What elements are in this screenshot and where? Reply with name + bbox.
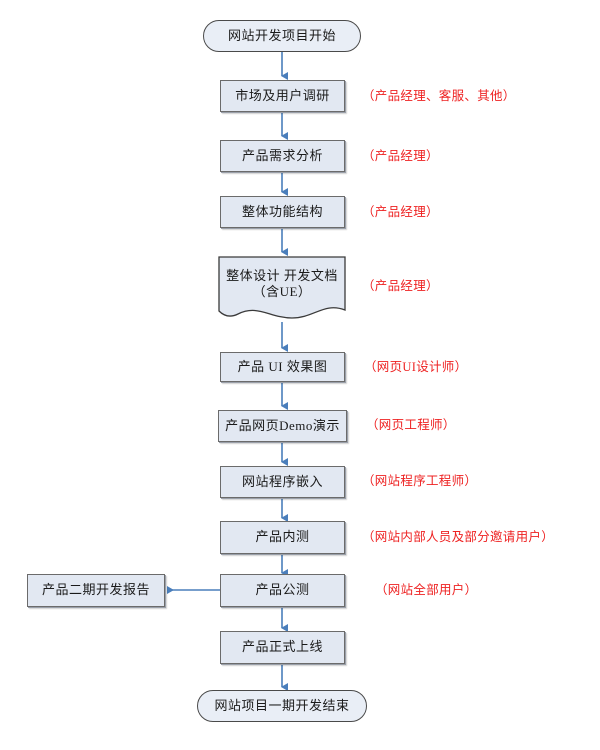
node-beta-test[interactable]: 产品公测	[220, 574, 345, 607]
node-start[interactable]: 网站开发项目开始	[203, 20, 361, 52]
node-requirement-analysis-label: 产品需求分析	[241, 147, 323, 163]
node-official-launch[interactable]: 产品正式上线	[220, 631, 345, 664]
node-phase2-report-label: 产品二期开发报告	[41, 582, 150, 598]
node-official-launch-label: 产品正式上线	[241, 639, 323, 655]
node-beta-test-label: 产品公测	[255, 582, 310, 598]
node-design-document-line2: （含UE）	[252, 284, 312, 300]
node-market-research-label: 市场及用户调研	[235, 87, 330, 103]
annotation-alpha-test: （网站内部人员及部分邀请用户）	[362, 530, 555, 544]
node-alpha-test[interactable]: 产品内测	[220, 521, 345, 554]
node-end[interactable]: 网站项目一期开发结束	[197, 690, 367, 722]
node-ui-mockup[interactable]: 产品 UI 效果图	[220, 352, 345, 382]
annotation-program-embed: （网站程序工程师）	[362, 474, 478, 488]
node-phase2-report[interactable]: 产品二期开发报告	[27, 574, 165, 607]
node-function-structure[interactable]: 整体功能结构	[220, 196, 345, 228]
node-requirement-analysis[interactable]: 产品需求分析	[220, 140, 345, 172]
annotation-market-research: （产品经理、客服、其他）	[362, 89, 516, 103]
node-program-embed-label: 网站程序嵌入	[241, 473, 323, 489]
node-design-document-label: 整体设计 开发文档 （含UE）	[218, 268, 346, 301]
node-program-embed[interactable]: 网站程序嵌入	[220, 466, 345, 498]
node-market-research[interactable]: 市场及用户调研	[220, 80, 345, 112]
node-ui-mockup-label: 产品 UI 效果图	[237, 358, 328, 374]
annotation-design-document: （产品经理）	[362, 279, 439, 293]
node-design-document-line1: 整体设计 开发文档	[226, 268, 338, 283]
node-web-demo[interactable]: 产品网页Demo演示	[218, 410, 347, 442]
node-function-structure-label: 整体功能结构	[241, 203, 323, 219]
node-alpha-test-label: 产品内测	[255, 529, 310, 545]
node-start-label: 网站开发项目开始	[227, 27, 336, 43]
annotation-requirement-analysis: （产品经理）	[362, 149, 439, 163]
node-web-demo-label: 产品网页Demo演示	[225, 417, 340, 433]
document-shape	[218, 256, 346, 319]
node-design-document[interactable]: 整体设计 开发文档 （含UE）	[218, 256, 346, 322]
annotation-function-structure: （产品经理）	[362, 205, 439, 219]
annotation-beta-test: （网站全部用户）	[375, 583, 478, 597]
annotation-web-demo: （网页工程师）	[366, 418, 456, 432]
node-end-label: 网站项目一期开发结束	[214, 697, 350, 713]
annotation-ui-mockup: （网页UI设计师）	[364, 360, 468, 374]
